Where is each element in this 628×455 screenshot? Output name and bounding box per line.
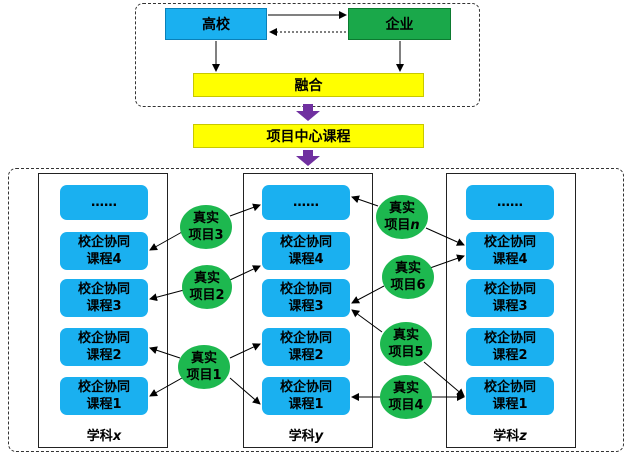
p1-arrow-left-down xyxy=(149,377,183,397)
project-circle-n: 真实 项目n xyxy=(376,195,428,239)
course-x-4: 校企协同 课程1 xyxy=(60,377,148,415)
project-2-line1: 真实 xyxy=(193,271,220,286)
p5-arrow-left xyxy=(351,309,383,333)
project-4-line2: 项目4 xyxy=(388,398,424,413)
university-box: 高校 xyxy=(165,8,267,40)
course-z-0: …… xyxy=(466,185,554,220)
course-x-0: …… xyxy=(60,185,148,220)
project-circle-1: 真实 项目1 xyxy=(178,345,230,389)
p3-arrow-left xyxy=(149,231,183,251)
column-frame-y xyxy=(243,173,373,448)
project-3-line1: 真实 xyxy=(192,211,219,226)
p2-arrow-right xyxy=(229,265,261,281)
column-label-x-prefix: 学科 xyxy=(86,429,113,444)
university-label: 高校 xyxy=(202,17,230,33)
column-label-x: 学科x xyxy=(60,425,148,444)
column-label-y-prefix: 学科 xyxy=(288,429,315,444)
project-course-label: 项目中心课程 xyxy=(266,129,351,145)
project-5-line1: 真实 xyxy=(392,328,419,343)
course-z-2-label: 校企协同 课程3 xyxy=(483,282,536,314)
enterprise-box: 企业 xyxy=(348,8,451,40)
p1-arrow-right-up xyxy=(229,343,261,359)
project-4-line1: 真实 xyxy=(392,381,419,396)
course-y-4-label: 校企协同 课程1 xyxy=(279,380,332,412)
p1-arrow-left-up xyxy=(149,346,181,359)
course-y-1: 校企协同 课程4 xyxy=(262,232,350,270)
purple-arrow-2 xyxy=(296,150,320,166)
column-label-z-var: z xyxy=(519,429,527,444)
project-circle-5: 真实 项目5 xyxy=(380,322,432,366)
course-x-1: 校企协同 课程4 xyxy=(60,232,148,270)
bottom-dashed-frame xyxy=(8,168,624,452)
project-2-line2: 项目2 xyxy=(189,288,225,303)
p5-arrow-right xyxy=(423,361,465,397)
p1-arrow-right-down xyxy=(229,377,261,405)
purple-arrow-1 xyxy=(296,104,320,121)
project-6-line1: 真实 xyxy=(394,261,421,276)
project-n-line2-wrap: 项目n xyxy=(384,217,419,234)
project-3-line2: 项目3 xyxy=(188,228,224,243)
course-y-2-label: 校企协同 课程3 xyxy=(279,282,332,314)
p2-arrow-left xyxy=(149,289,185,302)
project-circle-4: 真实 项目4 xyxy=(380,375,432,419)
course-x-4-label: 校企协同 课程1 xyxy=(77,380,130,412)
course-y-3-label: 校企协同 课程2 xyxy=(279,331,332,363)
course-z-3-label: 校企协同 课程2 xyxy=(483,331,536,363)
project-1-line1: 真实 xyxy=(190,351,217,366)
course-x-3-label: 校企协同 课程2 xyxy=(77,331,130,363)
course-y-0: …… xyxy=(262,185,350,220)
column-label-x-var: x xyxy=(112,429,122,444)
project-circle-3: 真实 项目3 xyxy=(180,205,232,249)
column-frame-x xyxy=(38,173,168,448)
enterprise-label: 企业 xyxy=(385,17,414,33)
p3-arrow-right xyxy=(229,203,261,217)
course-x-0-label: …… xyxy=(91,195,117,210)
course-x-3: 校企协同 课程2 xyxy=(60,328,148,366)
course-x-2: 校企协同 课程3 xyxy=(60,279,148,317)
project-6-line2: 项目6 xyxy=(390,278,426,293)
course-y-3: 校企协同 课程2 xyxy=(262,328,350,366)
fusion-box: 融合 xyxy=(193,73,424,97)
column-label-z: 学科z xyxy=(466,425,554,444)
p6-arrow-left xyxy=(351,285,385,304)
course-z-3: 校企协同 课程2 xyxy=(466,328,554,366)
course-y-1-label: 校企协同 课程4 xyxy=(279,235,332,267)
course-z-4-label: 校企协同 课程1 xyxy=(483,380,536,412)
fusion-label: 融合 xyxy=(294,78,323,94)
project-n-var: n xyxy=(410,218,420,233)
pn-arrow-left xyxy=(351,195,379,207)
course-y-0-label: …… xyxy=(293,195,319,210)
column-label-z-prefix: 学科 xyxy=(493,429,520,444)
course-z-1-label: 校企协同 课程4 xyxy=(483,235,536,267)
course-x-1-label: 校企协同 课程4 xyxy=(77,235,130,267)
course-y-2: 校企协同 课程3 xyxy=(262,279,350,317)
column-label-y-var: y xyxy=(314,429,324,444)
course-x-2-label: 校企协同 课程3 xyxy=(77,282,130,314)
project-n-line2: 项目 xyxy=(384,218,411,233)
p6-arrow-right xyxy=(429,254,465,269)
project-5-line2: 项目5 xyxy=(388,345,424,360)
course-z-4: 校企协同 课程1 xyxy=(466,377,554,415)
course-z-1: 校企协同 课程4 xyxy=(466,232,554,270)
column-frame-z xyxy=(446,173,576,448)
project-course-box: 项目中心课程 xyxy=(193,124,424,148)
pn-arrow-right xyxy=(425,227,465,246)
course-z-0-label: …… xyxy=(497,195,523,210)
project-circle-2: 真实 项目2 xyxy=(182,265,232,309)
column-label-y: 学科y xyxy=(262,425,350,444)
course-z-2: 校企协同 课程3 xyxy=(466,279,554,317)
course-y-4: 校企协同 课程1 xyxy=(262,377,350,415)
project-n-line1: 真实 xyxy=(388,201,415,216)
project-1-line2: 项目1 xyxy=(186,368,222,383)
project-circle-6: 真实 项目6 xyxy=(382,255,434,299)
